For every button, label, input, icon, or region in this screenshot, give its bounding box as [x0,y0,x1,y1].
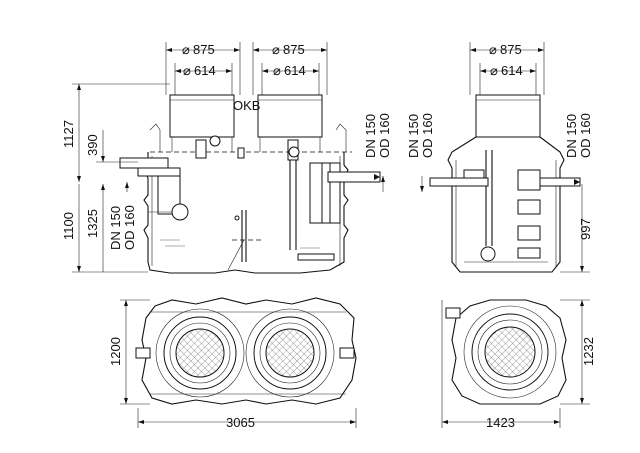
diameter-symbol: ⌀ [272,42,280,57]
manhole-right [245,308,335,398]
side-view-double-tank: ⌀ 875 ⌀ 614 ⌀ 875 ⌀ 614 [61,42,392,274]
dimension-1325: 1325 [85,184,105,272]
diameter-symbol: ⌀ [489,42,497,57]
dn150-inlet: DN 150 [108,206,123,250]
dim-label-1325: 1325 [85,209,100,238]
dim-label-997: 997 [578,218,593,240]
front-dn-label-left: DN 150 OD 160 [406,113,435,192]
dim-label-875-front: 875 [500,42,522,57]
dim-label-875-left: 875 [193,42,215,57]
dim-label-1127: 1127 [61,120,76,148]
dim-label-1100: 1100 [61,212,76,240]
dim-label-1232: 1232 [581,337,596,366]
shaft-front [475,94,541,138]
diameter-symbol: ⌀ [273,63,281,78]
outlet-dn-label: DN 150 OD 160 [363,113,392,192]
dim-label-614-left: 614 [194,63,216,78]
diameter-symbol: ⌀ [182,42,190,57]
dimension-3065: 3065 [137,408,357,430]
od160-front-left: OD 160 [420,113,435,158]
tank-body-outline [143,152,349,274]
dimension-390: 390 [85,130,138,163]
front-view-single-tank: ⌀ 875 ⌀ 614 [406,42,593,273]
dimension-614-left: ⌀ 614 [174,63,233,95]
od160-outlet: OD 160 [377,113,392,158]
dim-label-875-right: 875 [283,42,305,57]
outlet-stub [339,347,355,359]
dim-label-1423: 1423 [486,415,515,430]
inlet-stub [135,347,151,359]
dimension-614-front: ⌀ 614 [479,63,537,95]
dimension-997: 997 [560,184,593,273]
riser-right [287,139,335,261]
shaft-left [169,94,235,152]
dimension-1423: 1423 [441,300,561,430]
dimension-875-front: ⌀ 875 [469,42,545,95]
diameter-symbol: ⌀ [490,63,498,78]
center-pipe [227,147,262,271]
dim-label-3065: 3065 [226,415,255,430]
shaft-right [257,94,323,152]
dimension-1127: 1127 [61,83,170,182]
dn150-front-right: DN 150 [564,114,579,158]
top-view-single-tank: 1232 1423 [441,299,596,430]
dn150-front-left: DN 150 [406,114,421,158]
diameter-symbol: ⌀ [183,63,191,78]
dn150-outlet: DN 150 [363,114,378,158]
front-dn-label-right: DN 150 OD 160 [564,113,593,158]
top-view-double-tank: 1200 3065 [108,297,357,430]
front-tank-outline [447,136,565,273]
okb-label: OKB [233,98,260,113]
dimension-875-right: ⌀ 875 [252,42,328,95]
dim-label-390: 390 [85,134,100,156]
inlet-dn-label: DN 150 OD 160 [108,182,137,250]
top-outline-double [141,297,357,405]
inlet-pipe-left [119,135,221,221]
top-outline-single [451,299,567,405]
dim-label-614-front: 614 [501,63,523,78]
dimension-1200: 1200 [108,299,150,405]
dimension-614-right: ⌀ 614 [261,63,320,95]
manhole-single [463,305,557,399]
dimension-875-left: ⌀ 875 [165,42,241,95]
dim-label-614-right: 614 [284,63,306,78]
dim-label-1200: 1200 [108,337,123,366]
od160-inlet: OD 160 [122,205,137,250]
manhole-left [155,308,245,398]
dimension-1232: 1232 [560,299,596,405]
outlet-pipe-right [309,162,381,224]
od160-front-right: OD 160 [578,113,593,158]
front-internals [429,150,581,263]
dimension-1100: 1100 [61,184,148,273]
